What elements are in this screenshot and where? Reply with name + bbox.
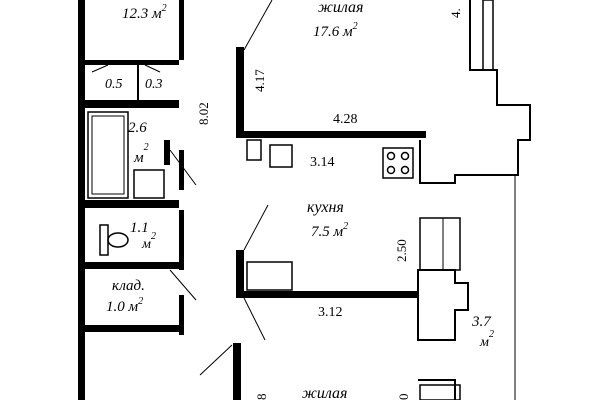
stove-burner-1	[386, 151, 396, 161]
living-top-name: жилая	[318, 0, 364, 16]
kitchen-counter	[246, 139, 262, 161]
door-living-top	[243, 0, 273, 51]
stove-burner-3	[386, 165, 396, 175]
bath-unit: м2	[133, 142, 149, 166]
bathtub-inner	[91, 115, 125, 195]
wall-living-bottom	[236, 131, 426, 138]
wall-corridor-right	[179, 0, 184, 60]
kitchen-stove	[382, 147, 414, 179]
window-mid-right	[419, 217, 461, 271]
closet-a-area: 0.5	[105, 77, 123, 92]
wall-right-outline-3	[418, 379, 456, 400]
kitchen-fridge	[246, 261, 293, 291]
dim-314: 3.14	[310, 155, 335, 170]
closet-b-area: 0.3	[145, 77, 163, 92]
dim-bottom-left: 8	[254, 394, 269, 400]
kitchen-sink	[269, 144, 293, 168]
wall-right-outline	[419, 0, 531, 184]
walls	[78, 0, 426, 400]
dim-250: 2.50	[394, 239, 409, 262]
door-corridor-2	[169, 269, 197, 301]
storage-area: 1.0 м2	[106, 296, 143, 315]
wall-corridor-right-3	[179, 210, 184, 270]
wall-wc-bottom	[85, 262, 179, 269]
dim-top-right: 4.	[448, 8, 463, 18]
storage-name: клад.	[112, 278, 145, 294]
closet-door-b	[144, 64, 161, 73]
door-kitchen-bottom	[243, 297, 266, 341]
wet-zone	[85, 60, 179, 332]
wall-bottom-living-left	[233, 343, 241, 400]
dim-417: 4.17	[252, 69, 267, 92]
wall-corridor-right-2	[179, 150, 184, 190]
door-swings	[169, 0, 273, 376]
dim-312: 3.12	[318, 305, 343, 320]
door-corridor-1	[169, 149, 197, 186]
stove-burner-2	[400, 151, 410, 161]
wall-left-exterior	[78, 0, 85, 400]
door-bottom-living	[199, 344, 233, 376]
window-top-right	[482, 0, 494, 71]
bath-area: 2.6	[128, 120, 147, 136]
wall-kitchen-left	[236, 250, 244, 298]
kitchen-area: 7.5 м2	[311, 221, 348, 240]
wall-bath-bottom	[85, 200, 179, 208]
wall-right-outline-2	[417, 269, 469, 341]
toilet-bowl	[107, 232, 129, 248]
wc-unit: м2	[141, 231, 156, 252]
wall-bath-top	[85, 100, 179, 108]
wall-bath-right	[164, 140, 170, 165]
wall-kitchen-bottom	[236, 291, 418, 298]
bathtub	[87, 111, 129, 199]
kitchen-fixtures	[246, 139, 414, 291]
dim-802: 8.02	[196, 102, 211, 125]
wc-area: 1.1	[130, 220, 149, 236]
dim-428: 4.28	[333, 112, 358, 127]
living-top-area: 17.6 м2	[313, 21, 358, 40]
dim-bottom-right: 0	[396, 394, 411, 400]
closet-door-a	[91, 64, 109, 73]
wall-closets-top	[85, 60, 179, 65]
washing-machine	[133, 169, 165, 199]
room-top-left-area: 12.3 м2	[122, 3, 167, 22]
stove-burner-4	[400, 165, 410, 175]
wc-cistern	[99, 224, 109, 256]
balcony-unit: м2	[479, 329, 494, 350]
wall-living-left	[236, 47, 244, 137]
wall-storage-bottom	[85, 325, 179, 332]
wall-corridor-right-4	[179, 295, 184, 335]
living-bottom-name: жилая	[302, 385, 348, 400]
kitchen-name: кухня	[307, 199, 344, 216]
door-kitchen	[243, 204, 269, 251]
window-bottom-right	[419, 384, 461, 400]
balcony-area: 3.7	[471, 314, 492, 330]
